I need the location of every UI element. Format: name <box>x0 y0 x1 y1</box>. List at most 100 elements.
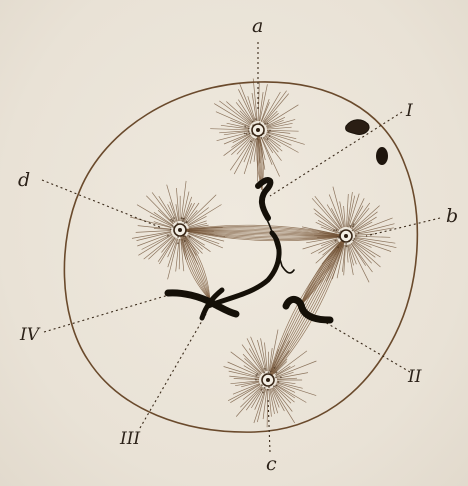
aster-granule <box>273 385 275 387</box>
aster-ray <box>240 111 252 124</box>
aster-granule <box>181 217 183 219</box>
aster-granule <box>177 242 179 244</box>
aster-ray <box>146 196 173 224</box>
aster-granule <box>170 219 172 221</box>
aster-granule <box>260 137 262 139</box>
aster-granule <box>338 232 340 234</box>
aster-granule <box>335 229 337 231</box>
aster-granule <box>352 229 354 231</box>
aster-ray <box>245 358 262 374</box>
aster-granule <box>269 135 271 137</box>
aster-granule <box>248 130 250 132</box>
label-IV: IV <box>19 325 41 345</box>
aster-granule <box>244 126 246 128</box>
aster-granule <box>255 379 257 381</box>
aster-granule <box>270 371 272 373</box>
aster-granule <box>182 220 184 222</box>
spindle-b-chromosome <box>300 236 346 306</box>
body-lower <box>376 147 388 165</box>
aster-granule <box>345 243 347 245</box>
label-III: III <box>119 429 140 449</box>
label-c: c <box>266 453 277 475</box>
aster-granule <box>263 372 265 374</box>
aster-granule <box>182 218 184 220</box>
aster-granule <box>268 371 270 373</box>
aster-granule <box>264 123 266 125</box>
label-d: d <box>18 169 30 191</box>
aster-granule <box>337 236 339 238</box>
chromosome-IV <box>168 293 236 314</box>
aster-ray <box>267 389 268 427</box>
aster-granule <box>185 221 187 223</box>
aster-granule <box>246 133 248 135</box>
aster-granule <box>249 132 251 134</box>
aster-granule <box>255 375 257 377</box>
aster-ray <box>243 386 261 400</box>
aster-granule <box>188 231 190 233</box>
aster-granule <box>335 240 337 242</box>
aster-granule <box>261 384 263 386</box>
aster-granule <box>256 138 258 140</box>
aster-granule <box>280 377 282 379</box>
aster-granule <box>355 235 357 237</box>
aster-ray <box>137 233 171 246</box>
aster-granule <box>255 118 257 120</box>
aster-granule <box>267 123 269 125</box>
aster-granule <box>264 387 266 389</box>
aster-granule <box>173 217 175 219</box>
aster-ray <box>231 352 261 375</box>
aster-granule <box>250 141 252 143</box>
aster-ray <box>187 208 209 225</box>
aster-granule <box>170 229 172 231</box>
aster-granule <box>333 229 335 231</box>
aster-granule <box>274 367 276 369</box>
leader-b <box>366 218 440 236</box>
aster-ray <box>355 237 395 243</box>
centriole <box>256 128 260 132</box>
aster-ray <box>270 389 275 414</box>
aster-ray <box>353 241 375 257</box>
aster-granule <box>354 238 356 240</box>
aster-ray <box>269 389 272 417</box>
aster-granule <box>352 240 354 242</box>
aster-ray <box>168 239 178 280</box>
aster-granule <box>358 232 360 234</box>
label-I: I <box>405 101 413 121</box>
aster-granule <box>244 133 246 135</box>
aster-granule <box>267 138 269 140</box>
aster-granule <box>264 368 266 370</box>
centriole <box>178 228 182 232</box>
aster-granule <box>276 372 278 374</box>
centriole <box>266 378 270 382</box>
aster-granule <box>248 127 250 129</box>
aster-granule <box>262 392 264 394</box>
aster-granule <box>184 240 186 242</box>
chromosome-II <box>286 299 330 320</box>
aster-ray <box>130 217 171 228</box>
aster-ray <box>137 205 172 226</box>
leader-II <box>318 318 410 372</box>
aster-ray <box>188 205 222 226</box>
aster-ray <box>226 102 251 125</box>
aster-granule <box>261 389 263 391</box>
label-II: II <box>407 367 422 387</box>
aster-ray <box>327 205 341 229</box>
aster-granule <box>257 373 259 375</box>
aster-ray <box>355 236 390 237</box>
spindle-fibers <box>180 130 346 380</box>
label-b: b <box>446 205 458 227</box>
aster-granule <box>337 246 339 248</box>
aster-granule <box>275 377 277 379</box>
aster-granule <box>167 235 169 237</box>
aster-ray <box>277 383 317 396</box>
spindle-fiber <box>300 236 346 306</box>
aster-granule <box>346 245 348 247</box>
aster-granule <box>189 236 191 238</box>
aster-granule <box>277 381 279 383</box>
aster-granule <box>352 225 354 227</box>
aster-ray <box>179 239 180 269</box>
aster-granule <box>184 222 186 224</box>
aster-granule <box>275 385 277 387</box>
label-a: a <box>252 15 263 37</box>
aster-ray <box>277 378 297 379</box>
